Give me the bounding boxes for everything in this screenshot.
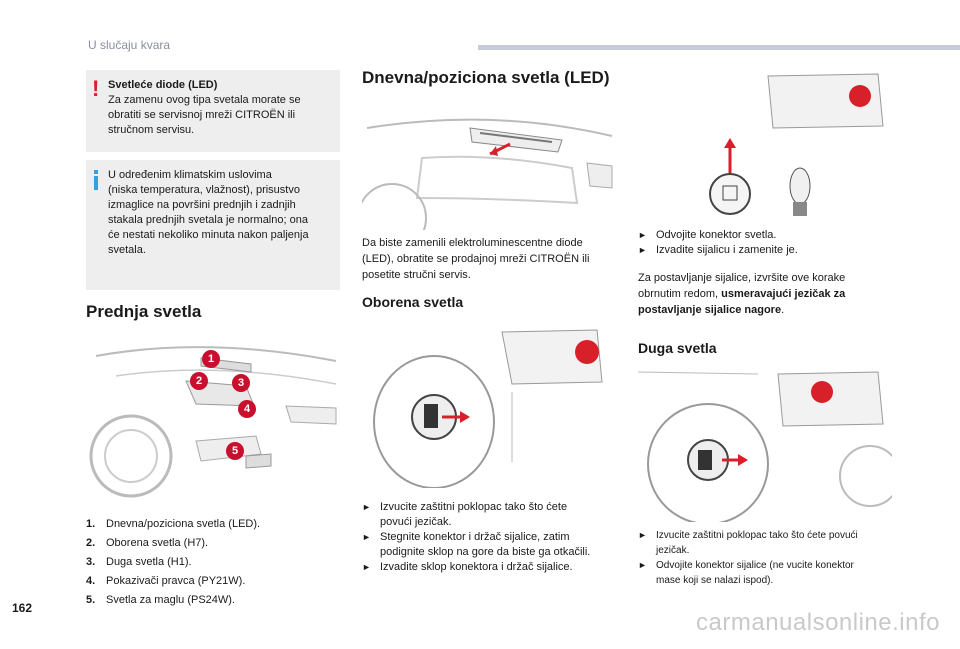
- header-divider: [478, 45, 960, 50]
- list-item: ►Stegnite konektor i držač sijalice, zat…: [362, 531, 591, 558]
- info-line: će nestati nekoliko minuta nakon paljenj…: [108, 229, 309, 241]
- warning-line: stručnom servisu.: [108, 124, 195, 136]
- bulb-steps: ►Odvojite konektor svetla. ►Izvadite sij…: [638, 228, 894, 258]
- warning-box: ! Svetleće diode (LED) Za zamenu ovog ti…: [86, 70, 340, 152]
- warning-title: Svetleće diode (LED): [108, 79, 218, 91]
- callout-badge-2: 2: [190, 372, 208, 390]
- warning-icon: !: [92, 76, 100, 101]
- warning-line: Za zamenu ovog tipa svetala morate se: [108, 94, 301, 106]
- drl-text: Da biste zamenili elektroluminescentne d…: [362, 237, 590, 281]
- page-number: 162: [12, 601, 33, 615]
- arrow-bullet-icon: ►: [638, 560, 647, 570]
- info-line: izmaglice na površini prednjih i zadnjih: [108, 199, 296, 211]
- list-item: ►Odvojite konektor svetla.: [638, 229, 777, 241]
- callout-badge-5: 5: [226, 442, 244, 460]
- list-item: 3.Duga svetla (H1).: [86, 556, 192, 568]
- drl-heading: Dnevna/poziciona svetla (LED): [362, 68, 610, 87]
- refit-text: Za postavljanje sijalice, izvršite ove k…: [638, 272, 846, 316]
- low-beam-illustration: [362, 322, 616, 488]
- arrow-bullet-icon: ►: [638, 245, 647, 255]
- section-title: U slučaju kvara: [88, 38, 171, 52]
- list-item: ►Izvucite zaštitni poklopac tako što ćet…: [362, 501, 568, 528]
- high-beam-illustration: [638, 366, 892, 522]
- front-lights-heading: Prednja svetla: [86, 302, 202, 321]
- arrow-bullet-icon: ►: [362, 532, 371, 542]
- arrow-bullet-icon: ►: [362, 562, 371, 572]
- list-item: 2.Oborena svetla (H7).: [86, 537, 209, 549]
- callout-badge-4: 4: [238, 400, 256, 418]
- list-item: 1.Dnevna/poziciona svetla (LED).: [86, 518, 261, 530]
- arrow-bullet-icon: ►: [362, 502, 371, 512]
- info-box: U određenim klimatskim uslovima (niska t…: [86, 160, 340, 290]
- high-beam-heading: Duga svetla: [638, 340, 717, 356]
- list-item: 5.Svetla za maglu (PS24W).: [86, 594, 235, 606]
- bulb-illustration: [638, 66, 892, 222]
- info-line: stakala prednjih svetala je normalno; on…: [108, 214, 308, 226]
- list-item: ►Izvadite sklop konektora i držač sijali…: [362, 561, 573, 573]
- front-lights-list: 1.Dnevna/poziciona svetla (LED). 2.Obore…: [86, 516, 340, 608]
- list-item: 4.Pokazivači pravca (PY21W).: [86, 575, 246, 587]
- drl-illustration: [362, 108, 616, 230]
- high-beam-steps: ►Izvucite zaštitni poklopac tako što ćet…: [638, 528, 894, 588]
- low-beam-heading: Oborena svetla: [362, 294, 464, 310]
- info-line: svetala.: [108, 244, 146, 256]
- list-item: ►Odvojite konektor sijalice (ne vucite k…: [638, 560, 854, 586]
- info-line: U određenim klimatskim uslovima: [108, 169, 272, 181]
- list-item: ►Izvucite zaštitni poklopac tako što ćet…: [638, 530, 858, 556]
- info-icon: [94, 170, 98, 190]
- callout-badge-3: 3: [232, 374, 250, 392]
- list-item: ►Izvadite sijalicu i zamenite je.: [638, 244, 798, 256]
- arrow-bullet-icon: ►: [638, 530, 647, 540]
- front-lights-illustration: 1 2 3 4 5: [86, 336, 340, 500]
- low-beam-steps: ►Izvucite zaštitni poklopac tako što ćet…: [362, 500, 618, 575]
- watermark: carmanualsonline.info: [696, 609, 940, 636]
- callout-badge-1: 1: [202, 350, 220, 368]
- arrow-bullet-icon: ►: [638, 230, 647, 240]
- info-line: (niska temperatura, vlažnost), prisustvo: [108, 184, 300, 196]
- warning-line: obratiti se servisnoj mreži CITROËN ili: [108, 109, 296, 121]
